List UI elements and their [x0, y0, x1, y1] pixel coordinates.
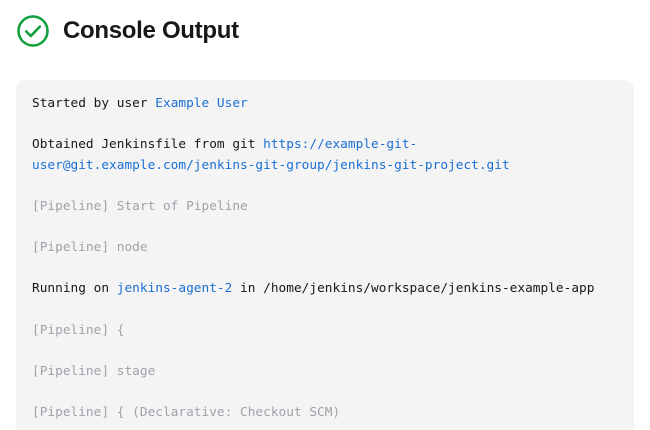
log-line: [Pipeline] Start of Pipeline — [32, 197, 618, 218]
page-title: Console Output — [63, 17, 239, 44]
log-text: in /home/jenkins/workspace/jenkins-examp… — [232, 281, 595, 297]
log-line: Obtained Jenkinsfile from git https://ex… — [32, 135, 618, 176]
log-text: [Pipeline] node — [32, 240, 148, 256]
log-link[interactable]: https://example-git-user@git.example.com… — [32, 137, 510, 173]
log-link[interactable]: Example User — [155, 96, 248, 111]
log-text: Started by user — [32, 96, 156, 111]
log-line: Started by user Example User — [32, 94, 618, 115]
log-text: Obtained Jenkinsfile from git — [32, 137, 264, 153]
log-text: [Pipeline] Start of Pipeline — [32, 198, 248, 214]
log-line: [Pipeline] stage — [32, 362, 618, 383]
log-line: [Pipeline] node — [32, 238, 618, 259]
check-circle-icon — [17, 15, 49, 47]
log-text: [Pipeline] stage — [32, 363, 156, 379]
log-text: [Pipeline] { — [32, 322, 125, 338]
console-output-panel[interactable]: Started by user Example User Obtained Je… — [16, 80, 634, 430]
console-log-text: Started by user Example User Obtained Je… — [32, 94, 618, 430]
log-text: [Pipeline] { (Declarative: Checkout SCM) — [32, 404, 341, 420]
log-line: [Pipeline] { (Declarative: Checkout SCM) — [32, 403, 618, 424]
log-link[interactable]: jenkins-agent-2 — [116, 281, 233, 297]
page-header: Console Output — [0, 0, 650, 47]
log-line: [Pipeline] { — [32, 321, 618, 342]
log-line: Running on jenkins-agent-2 in /home/jenk… — [32, 279, 618, 300]
log-text: Running on — [32, 281, 117, 297]
